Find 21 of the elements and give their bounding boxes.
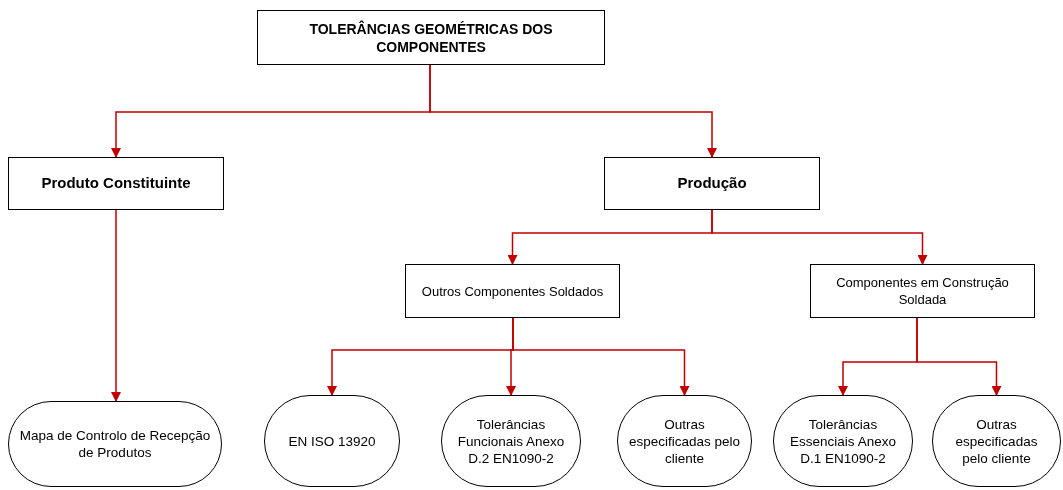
node-text: Componentes em Construção Soldada	[835, 274, 1010, 308]
subcategory-box	[810, 264, 1035, 318]
node-text: Mapa de Controlo de Recepção de Produtos	[18, 427, 212, 461]
title-box	[257, 10, 605, 65]
arrow	[512, 317, 690, 396]
subcategory-box	[405, 264, 620, 318]
arrow	[916, 317, 1002, 396]
node-text: Outros Componentes Soldados	[421, 282, 604, 300]
node-text: TOLERÂNCIAS GEOMÉTRICAS DOS COMPONENTES	[308, 19, 554, 56]
arrow	[111, 209, 121, 402]
node-text: Tolerâncias Essenciais Anexo D.1 EN1090-2	[789, 415, 897, 467]
arrow	[429, 64, 717, 158]
node-text: Produto Constituinte	[41, 173, 191, 194]
node-text: Produção	[677, 173, 747, 194]
node-text: EN ISO 13920	[288, 432, 376, 450]
category-box	[604, 157, 820, 210]
node-text: Tolerâncias Funcionais Anexo D.2 EN1090-2	[456, 415, 566, 467]
arrow	[711, 209, 928, 265]
category-box	[8, 157, 224, 210]
node-text: Outras especificadas pelo cliente	[954, 415, 1039, 467]
node-text: Outras especificadas pelo cliente	[627, 415, 742, 467]
